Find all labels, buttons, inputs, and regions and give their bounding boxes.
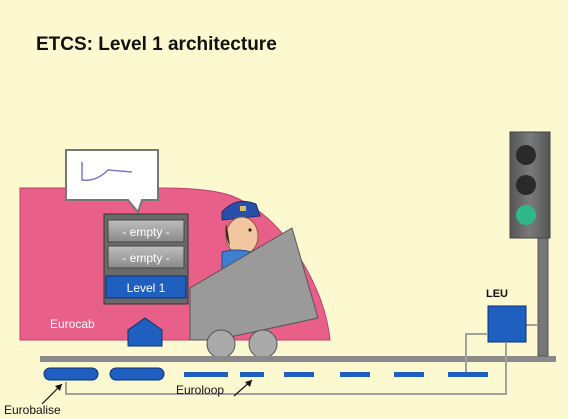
- leu-label: LEU: [486, 288, 508, 300]
- level-indicator-label: Level 1: [127, 281, 166, 295]
- rail: [40, 356, 556, 362]
- slide-title: ETCS: Level 1 architecture: [36, 34, 277, 55]
- eurobalise-2: [109, 367, 165, 381]
- eurocab-label: Eurocab: [50, 317, 95, 331]
- level-indicator: [105, 275, 187, 299]
- dmi-slot-1-label: - empty -: [122, 225, 169, 239]
- eurobalise-label: Eurobalise: [4, 403, 61, 417]
- wheel-left: [206, 329, 236, 359]
- dmi-slot-1: [107, 219, 185, 243]
- driver-desk: [189, 227, 319, 341]
- balise-antenna: [127, 317, 163, 347]
- wheel-right: [248, 329, 278, 359]
- signal-pole: [537, 235, 549, 357]
- leu-box: [487, 305, 527, 343]
- dmi-slot-2: [107, 245, 185, 269]
- euroloop: [184, 372, 488, 377]
- eurobalise-1: [43, 367, 99, 381]
- speed-display-bubble: [65, 149, 159, 215]
- signal-lamp-middle: [516, 175, 536, 195]
- leu-cable-balise: [65, 342, 507, 395]
- signal-lamp-bottom-green: [516, 205, 536, 225]
- leu-cable-loop: [465, 333, 488, 372]
- signal-lamp-top: [516, 145, 536, 165]
- euroloop-label: Euroloop: [176, 383, 224, 397]
- dmi-slot-2-label: - empty -: [122, 251, 169, 265]
